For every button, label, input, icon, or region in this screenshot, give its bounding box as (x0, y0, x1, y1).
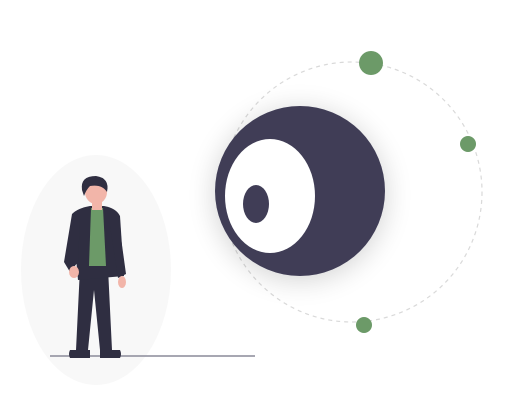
person-figure-icon (64, 176, 126, 358)
satellite-dot-icon (359, 51, 383, 75)
satellite-dot-icon (460, 136, 476, 152)
eye-orb-icon (215, 106, 385, 276)
satellite-dot-icon (356, 317, 372, 333)
